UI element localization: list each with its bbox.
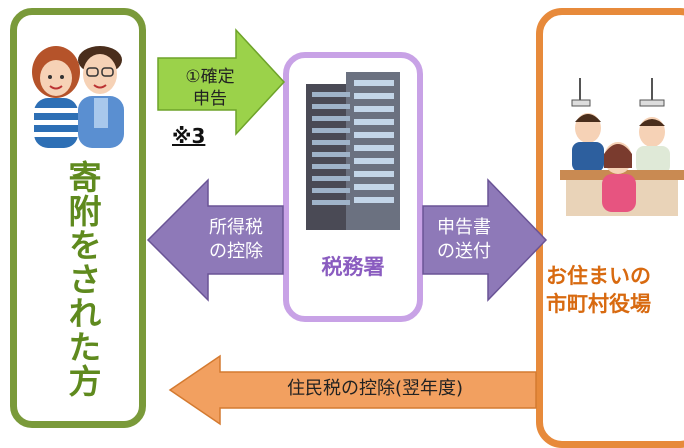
declaration-label-line1: ①確定 (185, 67, 235, 87)
city-hall-label-line1: お住まいの (546, 264, 651, 288)
declaration-label: ①確定 申告 (170, 66, 250, 110)
note-reference: ※3 (172, 124, 206, 148)
income-tax-label-line1: 所得税 (209, 217, 263, 238)
city-hall-box (536, 8, 684, 448)
donor-label: 寄附をされた方 (63, 160, 102, 398)
tax-office-label: 税務署 (321, 255, 385, 279)
city-hall-counter-illustration (560, 78, 684, 216)
city-hall-label: お住まいの 市町村役場 (546, 262, 684, 318)
income-tax-label-line2: の控除 (209, 241, 263, 262)
send-return-arrow (422, 178, 548, 302)
declaration-label-line2: 申告 (193, 89, 227, 109)
send-return-label-line2: の送付 (437, 241, 491, 262)
tax-office-building-illustration (306, 72, 400, 230)
income-tax-arrow (146, 178, 284, 302)
income-tax-label: 所得税 の控除 (196, 216, 276, 264)
declaration-arrow (157, 28, 286, 136)
resident-tax-label: 住民税の控除(翌年度) (286, 378, 464, 399)
send-return-label: 申告書 の送付 (424, 216, 504, 264)
city-hall-label-line2: 市町村役場 (546, 292, 651, 316)
donor-couple-illustration (32, 46, 124, 148)
resident-tax-arrow (168, 354, 537, 426)
send-return-label-line1: 申告書 (437, 217, 491, 238)
